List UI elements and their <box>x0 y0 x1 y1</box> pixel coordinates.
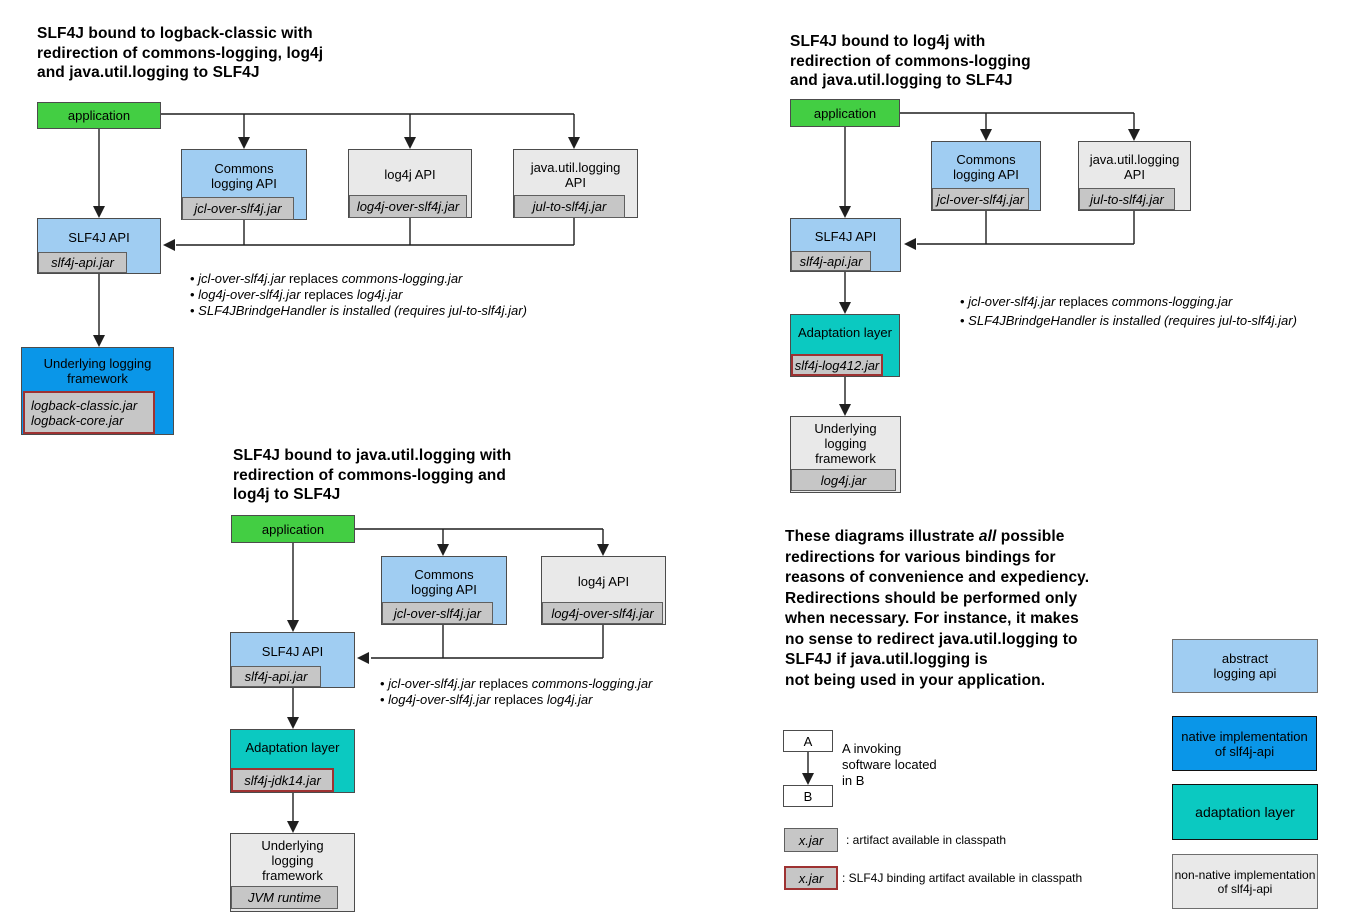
d3-bullet-2: • log4j-over-slf4j.jar replaces log4j.ja… <box>380 692 593 707</box>
d1-jul-to-slf4j-jar-box: jul-to-slf4j.jar <box>514 195 625 218</box>
legend-invoke-a-box: A <box>783 730 833 752</box>
d3-jcl-over-slf4j-jar-box: jcl-over-slf4j.jar <box>382 602 493 624</box>
d2-slf4j-api-jar-box: slf4j-api.jar <box>791 251 871 271</box>
note-paragraph: These diagrams illustrate all possible r… <box>785 528 1090 689</box>
d2-log4j-jar-box: log4j.jar <box>791 469 896 491</box>
d1-bullet-notes: • jcl-over-slf4j.jar replaces commons-lo… <box>190 271 527 319</box>
legend-key-abstract-box: abstract logging api <box>1172 639 1318 693</box>
d1-slf4j-api-jar-box: slf4j-api.jar <box>38 252 127 273</box>
legend-key-nonnative-box: non-native implementation of slf4j-api <box>1172 854 1318 909</box>
d1-title: SLF4J bound to logback-classic with redi… <box>37 25 324 81</box>
d1-bullet-2: • log4j-over-slf4j.jar replaces log4j.ja… <box>190 287 403 302</box>
d3-slf4j-api-jar-box: slf4j-api.jar <box>231 666 321 687</box>
d2-slf4j-log412-jar-box: slf4j-log412.jar <box>791 354 883 376</box>
d1-jcl-over-slf4j-jar-box: jcl-over-slf4j.jar <box>182 197 294 220</box>
legend-key-native-box: native implementation of slf4j-api <box>1172 716 1317 771</box>
d2-title: SLF4J bound to log4j with redirection of… <box>790 33 1031 89</box>
d3-jvm-runtime-jar-box: JVM runtime <box>231 886 338 909</box>
d1-application-box: application <box>37 102 161 129</box>
d3-log4j-over-slf4j-jar-box: log4j-over-slf4j.jar <box>542 602 663 624</box>
d3-bullet-notes: • jcl-over-slf4j.jar replaces commons-lo… <box>380 676 652 708</box>
d2-bullet-notes: • jcl-over-slf4j.jar replaces commons-lo… <box>960 292 1297 330</box>
d3-application-box: application <box>231 515 355 543</box>
legend-invoke-caption: A invoking software located in B <box>842 741 937 788</box>
d2-bullet-2: • SLF4JBrindgeHandler is installed (requ… <box>960 313 1297 328</box>
legend-artifact-jar-box: x.jar <box>784 828 838 852</box>
d1-bullet-1: • jcl-over-slf4j.jar replaces commons-lo… <box>190 271 463 286</box>
legend-binding-caption: : SLF4J binding artifact available in cl… <box>842 871 1083 885</box>
d1-bullet-3: • SLF4JBrindgeHandler is installed (requ… <box>190 303 527 318</box>
legend-key-adaptation-box: adaptation layer <box>1172 784 1318 840</box>
d3-title: SLF4J bound to java.util.logging with re… <box>233 447 512 503</box>
d2-bullet-1: • jcl-over-slf4j.jar replaces commons-lo… <box>960 294 1233 309</box>
d1-log4j-over-slf4j-jar-box: log4j-over-slf4j.jar <box>349 195 467 218</box>
legend-invoke-b-box: B <box>783 785 833 807</box>
d3-slf4j-jdk14-jar-box: slf4j-jdk14.jar <box>231 768 334 792</box>
d2-jul-to-slf4j-jar-box: jul-to-slf4j.jar <box>1079 188 1175 210</box>
legend-artifact-caption: : artifact available in classpath <box>846 833 1007 847</box>
d3-bullet-1: • jcl-over-slf4j.jar replaces commons-lo… <box>380 676 653 691</box>
d2-application-box: application <box>790 99 900 127</box>
d1-logback-jars-box: logback-classic.jar logback-core.jar <box>23 391 155 434</box>
d2-jcl-over-slf4j-jar-box: jcl-over-slf4j.jar <box>932 188 1029 210</box>
legend-binding-jar-box: x.jar <box>784 866 838 890</box>
